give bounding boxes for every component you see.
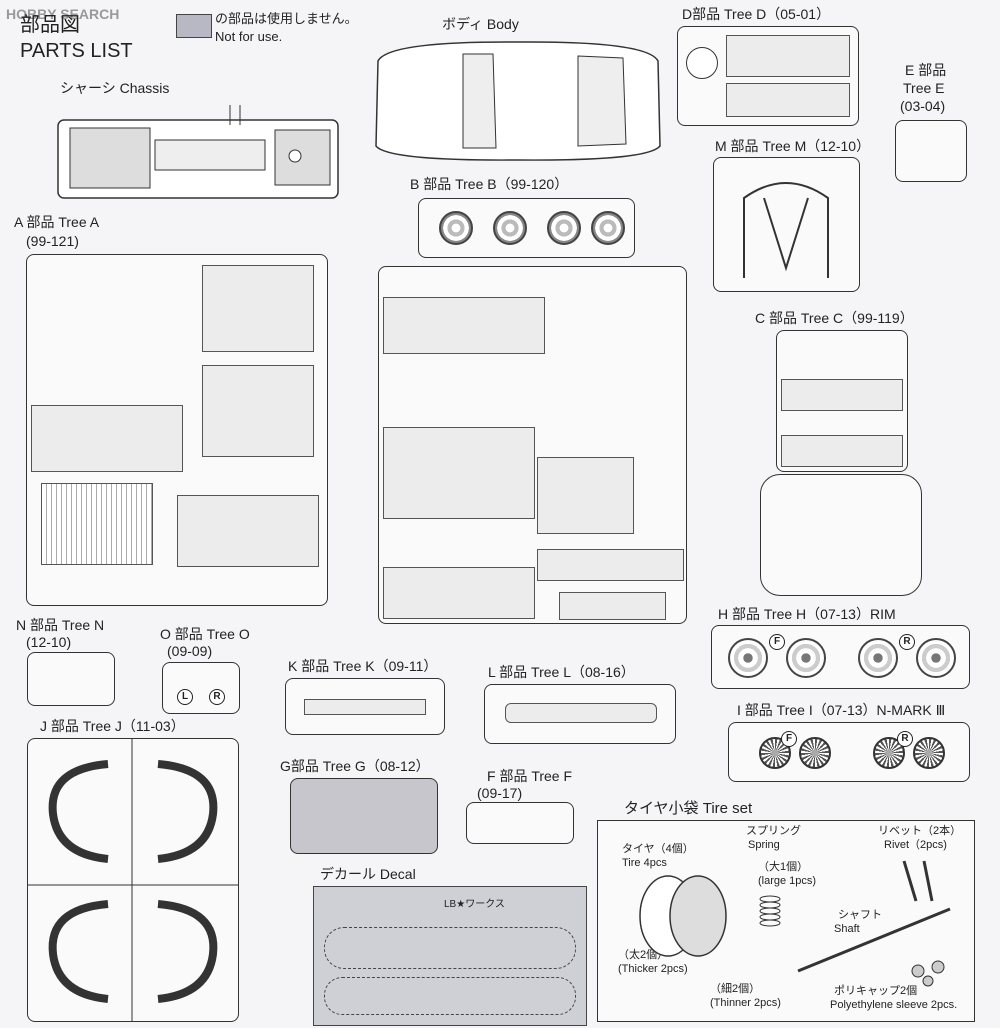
tree-j-label: J 部品 Tree J（11-03） xyxy=(40,718,185,734)
tree-h-label: H 部品 Tree H（07-13）RIM xyxy=(718,606,896,622)
tree-l-label: L 部品 Tree L（08-16） xyxy=(488,664,635,680)
tree-m-label: M 部品 Tree M（12-10） xyxy=(715,138,871,154)
tree-m xyxy=(713,157,860,292)
tree-o-label: O 部品 Tree O xyxy=(160,626,250,642)
tree-a-label: A 部品 Tree A xyxy=(14,214,100,230)
chassis-label: シャーシ Chassis xyxy=(60,80,170,96)
tree-i-label: I 部品 Tree I（07-13）N-MARK Ⅲ xyxy=(737,702,946,718)
decal-label: デカール Decal xyxy=(320,866,416,882)
rivet-ja: リベット（2本） xyxy=(878,825,962,837)
tree-n-label: N 部品 Tree N xyxy=(16,617,105,633)
chassis-drawing xyxy=(57,105,339,199)
tree-e xyxy=(895,120,967,182)
tree-e-label-2: Tree E xyxy=(903,80,945,96)
tree-k-label: K 部品 Tree K（09-11） xyxy=(288,658,438,674)
tree-a xyxy=(26,254,328,606)
tree-g xyxy=(290,778,438,854)
marker-l: L xyxy=(177,689,193,705)
tree-d-label: D部品 Tree D（05-01） xyxy=(682,6,831,22)
shaft-en: Shaft xyxy=(834,923,860,935)
spring-en: Spring xyxy=(748,839,780,851)
marker-r: R xyxy=(209,689,225,705)
poly-ja: ポリキャップ2個 xyxy=(834,985,918,997)
tree-b-wheels xyxy=(418,198,635,258)
page-title-en: PARTS LIST xyxy=(20,40,133,62)
spring-qty-en: (large 1pcs) xyxy=(758,875,817,887)
tireset-drawing xyxy=(639,860,951,987)
decal-text: LB★ワークス xyxy=(444,899,505,910)
tree-n-code: (12-10) xyxy=(26,634,72,650)
tree-b-label: B 部品 Tree B（99-120） xyxy=(410,176,569,192)
tire-ja: タイヤ（4個） xyxy=(622,843,694,855)
poly-en: Polyethylene sleeve 2pcs. xyxy=(830,999,958,1011)
tree-d xyxy=(677,26,859,126)
spring-qty-ja: （大1個） xyxy=(758,861,809,873)
tree-f-code: (09-17) xyxy=(477,785,523,801)
tree-e-label: E 部品 xyxy=(905,62,947,78)
rivet-en: Rivet（2pcs) xyxy=(884,839,947,851)
not-used-swatch xyxy=(176,14,212,38)
tree-j xyxy=(27,738,239,1022)
legend-en: Not for use. xyxy=(215,29,283,44)
marker-i-r: R xyxy=(897,731,913,747)
tree-i: F R xyxy=(728,722,970,782)
tree-o: L R xyxy=(162,662,240,714)
tree-b xyxy=(378,266,687,624)
shaft-ja: シャフト xyxy=(838,909,882,921)
tree-l xyxy=(484,684,676,744)
tree-f xyxy=(466,802,574,844)
tree-a-code: (99-121) xyxy=(26,233,79,249)
tree-c xyxy=(776,330,908,472)
tire-en: Tire 4pcs xyxy=(622,857,667,869)
legend-ja: の部品は使用しません。 xyxy=(215,11,358,26)
body-drawing xyxy=(375,41,661,161)
tree-h: F R xyxy=(711,625,970,689)
thin-ja: （細2個） xyxy=(710,983,761,995)
page-title-ja: 部品図 xyxy=(20,14,80,36)
decal-sheet: LB★ワークス xyxy=(313,886,587,1026)
marker-h-r: R xyxy=(899,634,915,650)
thin-en: (Thinner 2pcs) xyxy=(710,997,781,1009)
body-label: ボディ Body xyxy=(442,16,519,32)
marker-h-f: F xyxy=(769,634,785,650)
tree-n xyxy=(27,652,115,706)
spring-ja: スプリング xyxy=(746,825,801,837)
tree-c-label: C 部品 Tree C（99-119） xyxy=(755,310,914,326)
watermark-logo: HOBBY SEARCH xyxy=(6,6,120,22)
tree-f-label: F 部品 Tree F xyxy=(487,768,573,784)
tree-c-hood xyxy=(760,474,922,596)
tireset-box: タイヤ（4個） Tire 4pcs スプリング Spring （大1個） (la… xyxy=(597,820,975,1022)
thick-en: (Thicker 2pcs) xyxy=(618,963,688,975)
tree-k xyxy=(285,678,445,735)
tireset-label: タイヤ小袋 Tire set xyxy=(624,800,753,817)
tree-e-code: (03-04) xyxy=(900,98,946,114)
tree-o-code: (09-09) xyxy=(167,643,213,659)
tree-g-label: G部品 Tree G（08-12） xyxy=(280,758,430,774)
marker-i-f: F xyxy=(781,731,797,747)
